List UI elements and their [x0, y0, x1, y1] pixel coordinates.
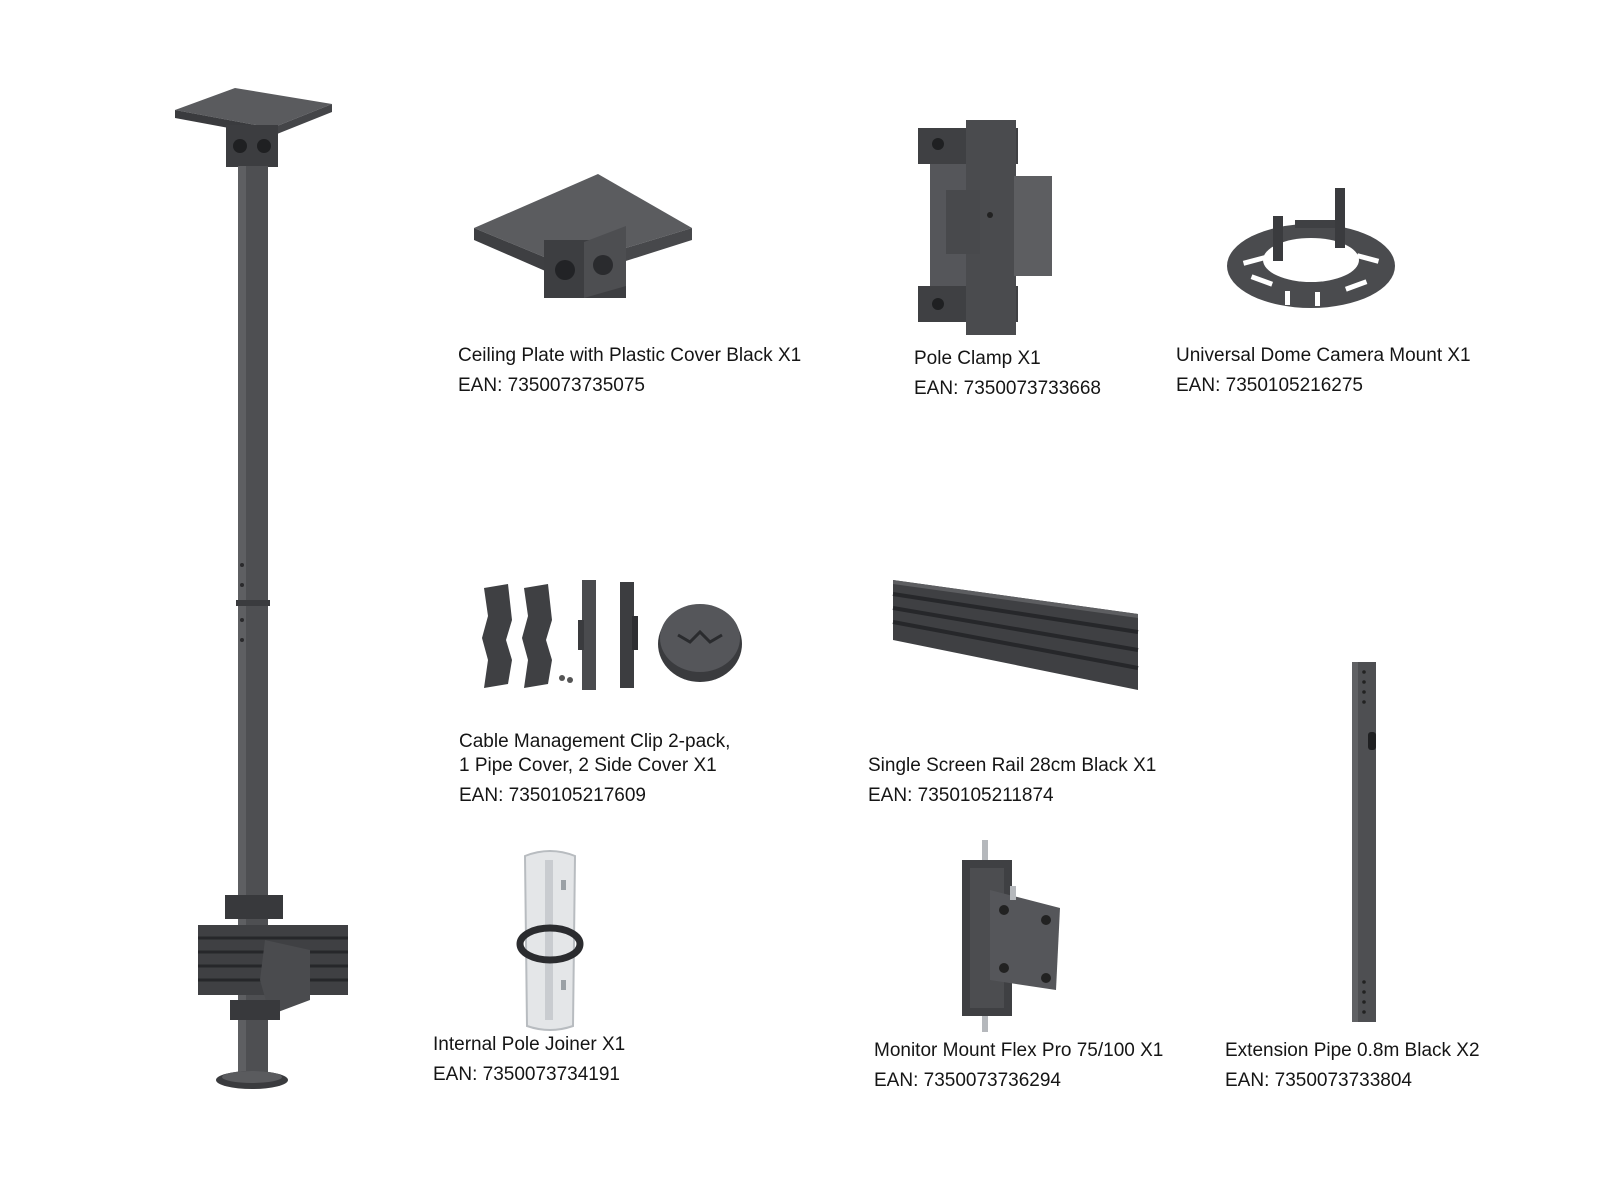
- product-ean: EAN: 7350073735075: [458, 375, 645, 396]
- extension-pipe-icon: [1352, 662, 1376, 1022]
- dome-camera-mount-icon: [1227, 188, 1395, 308]
- pole-joiner-icon: [516, 850, 584, 1031]
- product-name: Single Screen Rail 28cm Black X1: [868, 755, 1157, 776]
- ceiling-plate-icon: [474, 174, 692, 298]
- screen-rail-icon: [892, 580, 1139, 690]
- product-name: Pole Clamp X1: [914, 348, 1041, 369]
- product-name: Ceiling Plate with Plastic Cover Black X…: [458, 345, 802, 366]
- product-ean: EAN: 7350073734191: [433, 1064, 620, 1085]
- product-ean: EAN: 7350105211874: [868, 785, 1054, 806]
- monitor-mount-icon: [962, 840, 1060, 1032]
- product-name: Extension Pipe 0.8m Black X2: [1225, 1040, 1480, 1061]
- product-ean: EAN: 7350073733804: [1225, 1070, 1412, 1091]
- product-ean: EAN: 7350073733668: [914, 378, 1101, 399]
- product-name: Monitor Mount Flex Pro 75/100 X1: [874, 1040, 1164, 1061]
- assembled-pole-icon: [175, 88, 348, 1089]
- product-name: Internal Pole Joiner X1: [433, 1034, 626, 1055]
- product-name-line2: 1 Pipe Cover, 2 Side Cover X1: [459, 755, 717, 776]
- pole-clamp-icon: [918, 120, 1052, 335]
- product-name-line1: Cable Management Clip 2-pack,: [459, 731, 731, 752]
- product-ean: EAN: 7350105216275: [1176, 375, 1363, 396]
- product-ean: EAN: 7350105217609: [459, 785, 646, 806]
- product-ean: EAN: 7350073736294: [874, 1070, 1061, 1091]
- cable-clip-icon: [482, 580, 742, 690]
- product-name: Universal Dome Camera Mount X1: [1176, 345, 1471, 366]
